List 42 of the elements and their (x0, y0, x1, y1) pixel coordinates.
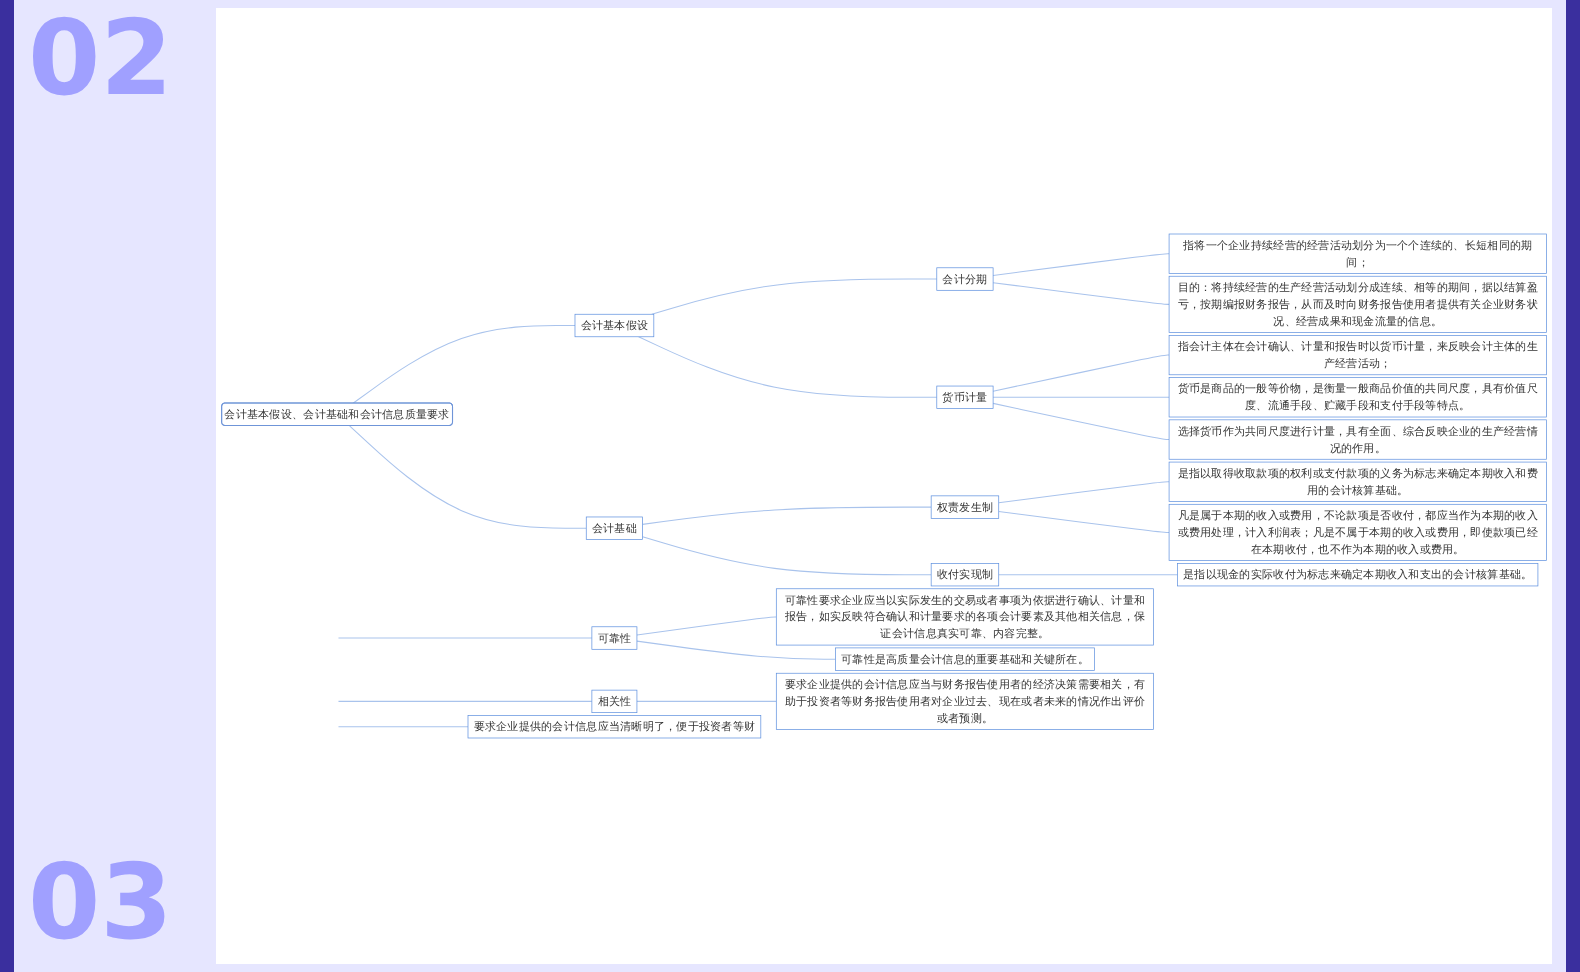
node-box (1168, 419, 1547, 460)
node-box (1168, 461, 1547, 502)
connector (636, 700, 777, 702)
node-box (775, 672, 1154, 730)
connector (337, 726, 469, 728)
connector (642, 506, 932, 525)
node-box (1177, 563, 1539, 587)
section-number: 03 (28, 852, 173, 956)
section-number: 02 (28, 8, 173, 112)
connector (337, 637, 593, 639)
connector (998, 510, 1170, 533)
connector (992, 253, 1170, 276)
connector (992, 354, 1170, 392)
node-box (1168, 335, 1547, 376)
node-box (936, 267, 994, 291)
connector (998, 481, 1170, 504)
node-box (467, 715, 762, 739)
node-box (775, 588, 1154, 646)
node-box (585, 516, 643, 540)
connector (636, 640, 836, 660)
connector (337, 700, 593, 702)
connector (638, 336, 938, 398)
connector (998, 574, 1179, 576)
node-box (591, 626, 638, 650)
node-box (1168, 275, 1547, 333)
connector (636, 616, 777, 636)
connector (352, 325, 576, 404)
node-box (930, 563, 1000, 587)
node-box (1168, 503, 1547, 561)
node-box (1168, 377, 1547, 418)
connector (992, 402, 1170, 441)
connector (349, 425, 587, 529)
connector (642, 536, 932, 576)
node-box (835, 647, 1095, 671)
node-box (591, 689, 638, 713)
connector (992, 282, 1170, 305)
connector (992, 396, 1170, 398)
node-box (1168, 233, 1547, 274)
node-box (930, 495, 1000, 519)
connector (651, 278, 938, 315)
node-box (574, 313, 655, 338)
node-box (936, 385, 994, 409)
